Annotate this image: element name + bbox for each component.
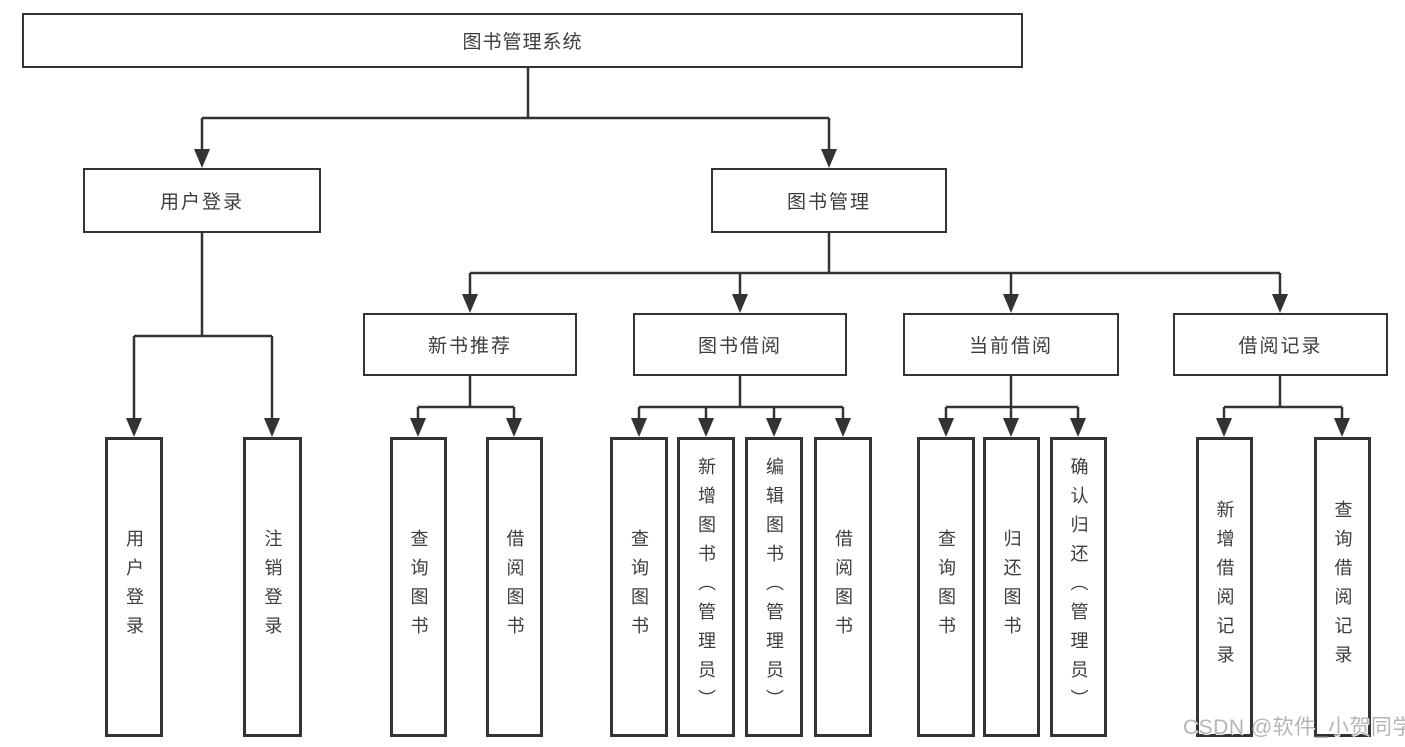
arrow-leaf — [1334, 418, 1350, 437]
arrow-to-user-login — [194, 149, 210, 168]
node-user-login: 用户登录 — [83, 168, 321, 233]
node-book-management: 图书管理 — [711, 168, 947, 233]
arrow-to-book-borrow — [732, 294, 748, 313]
connector-book-management — [468, 233, 1282, 295]
node-current-borrow: 当前借阅 — [903, 313, 1119, 376]
node-leaf-query-books-recommend: 查询图书 — [390, 437, 447, 737]
node-leaf-add-books-admin: 新增图书（管理员） — [677, 437, 735, 737]
arrow-to-current-borrow — [1003, 294, 1019, 313]
node-book-borrow: 图书借阅 — [633, 313, 847, 376]
connector-root — [200, 68, 831, 150]
arrow-leaf — [1216, 418, 1232, 437]
arrow-leaf — [631, 418, 647, 437]
node-leaf-edit-books-admin: 编辑图书（管理员） — [745, 437, 803, 737]
connector-borrow-records — [1222, 376, 1344, 420]
connector-new-book-recommend — [416, 376, 516, 420]
node-leaf-query-borrow-record: 查询借阅记录 — [1314, 437, 1371, 737]
node-leaf-add-borrow-record: 新增借阅记录 — [1196, 437, 1253, 737]
arrow-leaf — [698, 418, 714, 437]
arrow-to-new-book-recommend — [462, 294, 478, 313]
arrow-leaf — [1003, 418, 1019, 437]
node-leaf-borrow-books: 借阅图书 — [814, 437, 872, 737]
connector-user-login — [132, 233, 274, 420]
arrow-leaf — [835, 418, 851, 437]
arrow-leaf — [766, 418, 782, 437]
connector-current-borrow — [944, 376, 1080, 420]
connector-book-borrow — [637, 376, 845, 420]
node-leaf-return-books: 归还图书 — [983, 437, 1040, 737]
node-leaf-user-login: 用户登录 — [105, 437, 163, 737]
node-borrow-records: 借阅记录 — [1173, 313, 1388, 376]
node-leaf-logout: 注销登录 — [243, 437, 302, 737]
arrow-to-book-management — [821, 149, 837, 168]
arrow-leaf — [1070, 418, 1086, 437]
node-leaf-confirm-return-admin: 确认归还（管理员） — [1050, 437, 1107, 737]
watermark-csdn: CSDN @软件_小贺同学 — [1183, 716, 1405, 739]
arrow-leaf — [506, 418, 522, 437]
node-leaf-query-books-borrow: 查询图书 — [610, 437, 668, 737]
arrow-to-borrow-records — [1272, 294, 1288, 313]
node-root: 图书管理系统 — [22, 13, 1023, 68]
arrow-leaf — [938, 418, 954, 437]
arrow-to-leaf-logout — [264, 418, 280, 437]
arrow-leaf — [410, 418, 426, 437]
node-leaf-query-books-current: 查询图书 — [917, 437, 975, 737]
node-new-book-recommend: 新书推荐 — [363, 313, 577, 376]
node-leaf-borrow-books-recommend: 借阅图书 — [486, 437, 543, 737]
arrow-to-leaf-user-login — [126, 418, 142, 437]
